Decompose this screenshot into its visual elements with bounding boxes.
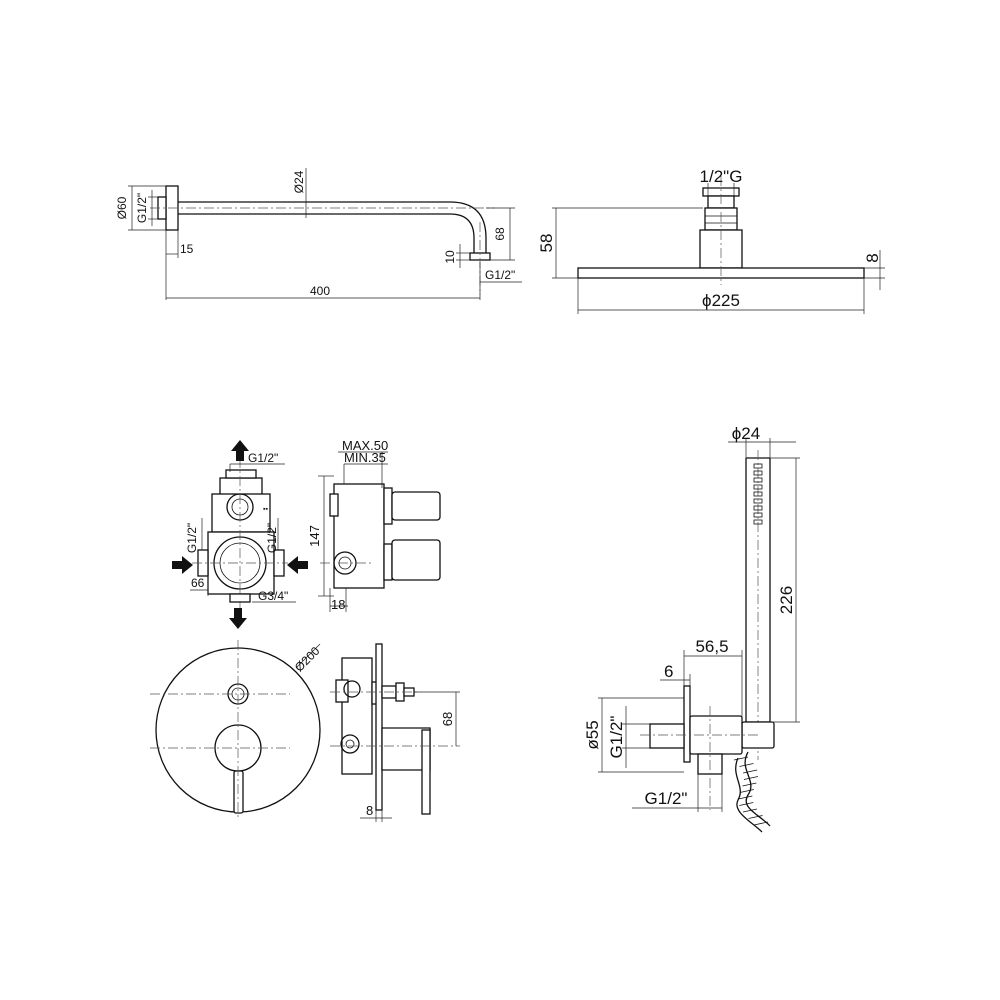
hose-coil xyxy=(739,763,754,767)
head-diameter-label: ϕ225 xyxy=(702,291,740,310)
arm-pipe-dia-label: Ø24 xyxy=(292,170,306,193)
body-bottom-outlet-label: G3/4" xyxy=(258,589,288,603)
side-front-stub-1 xyxy=(383,487,393,525)
body-left-inlet-label: G1/2" xyxy=(185,523,199,553)
head-height-label: 58 xyxy=(537,234,556,253)
nozzle xyxy=(753,484,763,490)
mixer-body-front-view: ▪▪ G1/2" G1/2" G1/2" 66 G3/4" xyxy=(172,440,308,629)
hose-coil xyxy=(753,821,769,826)
hand-bottom-thread-label: G1/2" xyxy=(645,789,688,808)
hose-coil xyxy=(738,795,753,800)
arm-flange-dia-label: Ø60 xyxy=(115,196,129,219)
hose-coil xyxy=(739,802,754,806)
hose-coil xyxy=(739,789,754,793)
arm-outlet-len-label: 10 xyxy=(443,250,457,264)
trim-plate-thickness-label: 8 xyxy=(366,803,373,818)
side-body xyxy=(333,483,385,589)
hand-projection-label: 56,5 xyxy=(695,637,728,656)
hand-back-thread-label: G1/2" xyxy=(607,716,626,759)
body-centers-label: 66 xyxy=(191,576,205,590)
hose-coil xyxy=(743,776,759,780)
body-right-inlet-label: G1/2" xyxy=(265,523,279,553)
body-top-outlet-label: G1/2" xyxy=(248,451,278,465)
body-top-nut xyxy=(225,469,257,479)
trim-lever xyxy=(421,729,431,815)
hose-line-2 xyxy=(735,757,763,833)
arm-pipe-bottom xyxy=(178,213,475,253)
hose-coil xyxy=(733,756,749,761)
trim-spacing-label: 68 xyxy=(440,712,455,726)
side-depth-max-label: MAX.50 xyxy=(342,438,388,453)
trim-side-view: 68 8 xyxy=(330,643,460,822)
hose-coils xyxy=(733,756,769,826)
head-thickness-label: 8 xyxy=(863,253,882,262)
hand-shower-view: ϕ24 226 56,5 6 ø55 G1/2" G1/2" xyxy=(583,424,800,833)
body-marking: ▪▪ xyxy=(263,506,268,513)
arrow-right-icon xyxy=(172,556,193,574)
nozzle xyxy=(753,519,763,525)
side-offset-label: 18 xyxy=(331,597,345,612)
head-thread-label: 1/2"G xyxy=(700,167,743,186)
hose-coil xyxy=(742,782,757,787)
hand-shower-length-label: 226 xyxy=(777,586,796,614)
shower-head-view: 1/2"G 58 8 ϕ225 xyxy=(537,167,885,314)
body-top-outlet xyxy=(219,477,263,497)
side-protector-bottom xyxy=(391,539,441,581)
side-front-stub-2 xyxy=(383,543,393,581)
arm-inlet-thread-label: G1/2" xyxy=(135,193,149,223)
nozzle xyxy=(753,491,763,497)
hose-coil xyxy=(748,815,763,819)
arm-length-label: 400 xyxy=(310,284,330,298)
arm-pipe-top xyxy=(178,201,487,253)
elbow-inlet-back xyxy=(649,723,685,749)
body-upper-block xyxy=(211,493,271,533)
lever-handle xyxy=(233,770,244,814)
side-top-port xyxy=(329,493,339,517)
side-depth-min-label: MIN.35 xyxy=(344,450,386,465)
arm-outlet-thread-label: G1/2" xyxy=(485,268,515,282)
trim-plate-front-view: Ø200 xyxy=(150,640,323,820)
nozzle xyxy=(753,498,763,504)
shower-arm-view: Ø60 G1/2" Ø24 15 400 68 10 G1/2" xyxy=(115,168,522,300)
nozzle xyxy=(753,512,763,518)
hand-flange-label: 6 xyxy=(664,662,673,681)
nozzle xyxy=(753,463,763,469)
hose-coil xyxy=(743,769,758,774)
arm-drop-label: 68 xyxy=(493,227,507,241)
arrow-down-icon xyxy=(229,608,247,629)
trim-side-body xyxy=(341,657,373,775)
wall-flange-outlet xyxy=(683,685,691,763)
hose-coil xyxy=(742,808,758,813)
nozzle xyxy=(753,505,763,511)
arrow-up-icon xyxy=(231,440,249,461)
hand-shower-dia-label: ϕ24 xyxy=(732,424,760,443)
trim-diameter-label: Ø200 xyxy=(292,644,323,675)
side-height-label: 147 xyxy=(307,525,322,547)
hose-line-1 xyxy=(744,751,771,827)
hand-elbow-dia-label: ø55 xyxy=(583,720,602,749)
hand-shower-nozzles xyxy=(753,463,763,525)
arrow-left-icon xyxy=(287,556,308,574)
nozzle xyxy=(753,470,763,476)
nozzle xyxy=(753,477,763,483)
trim-side-plate xyxy=(375,643,383,811)
arm-flange-depth-label: 15 xyxy=(180,242,194,256)
side-protector-top xyxy=(391,491,441,521)
body-bottom-outlet xyxy=(229,593,251,603)
mixer-body-side-view: MAX.50 MIN.35 147 18 xyxy=(307,438,441,612)
